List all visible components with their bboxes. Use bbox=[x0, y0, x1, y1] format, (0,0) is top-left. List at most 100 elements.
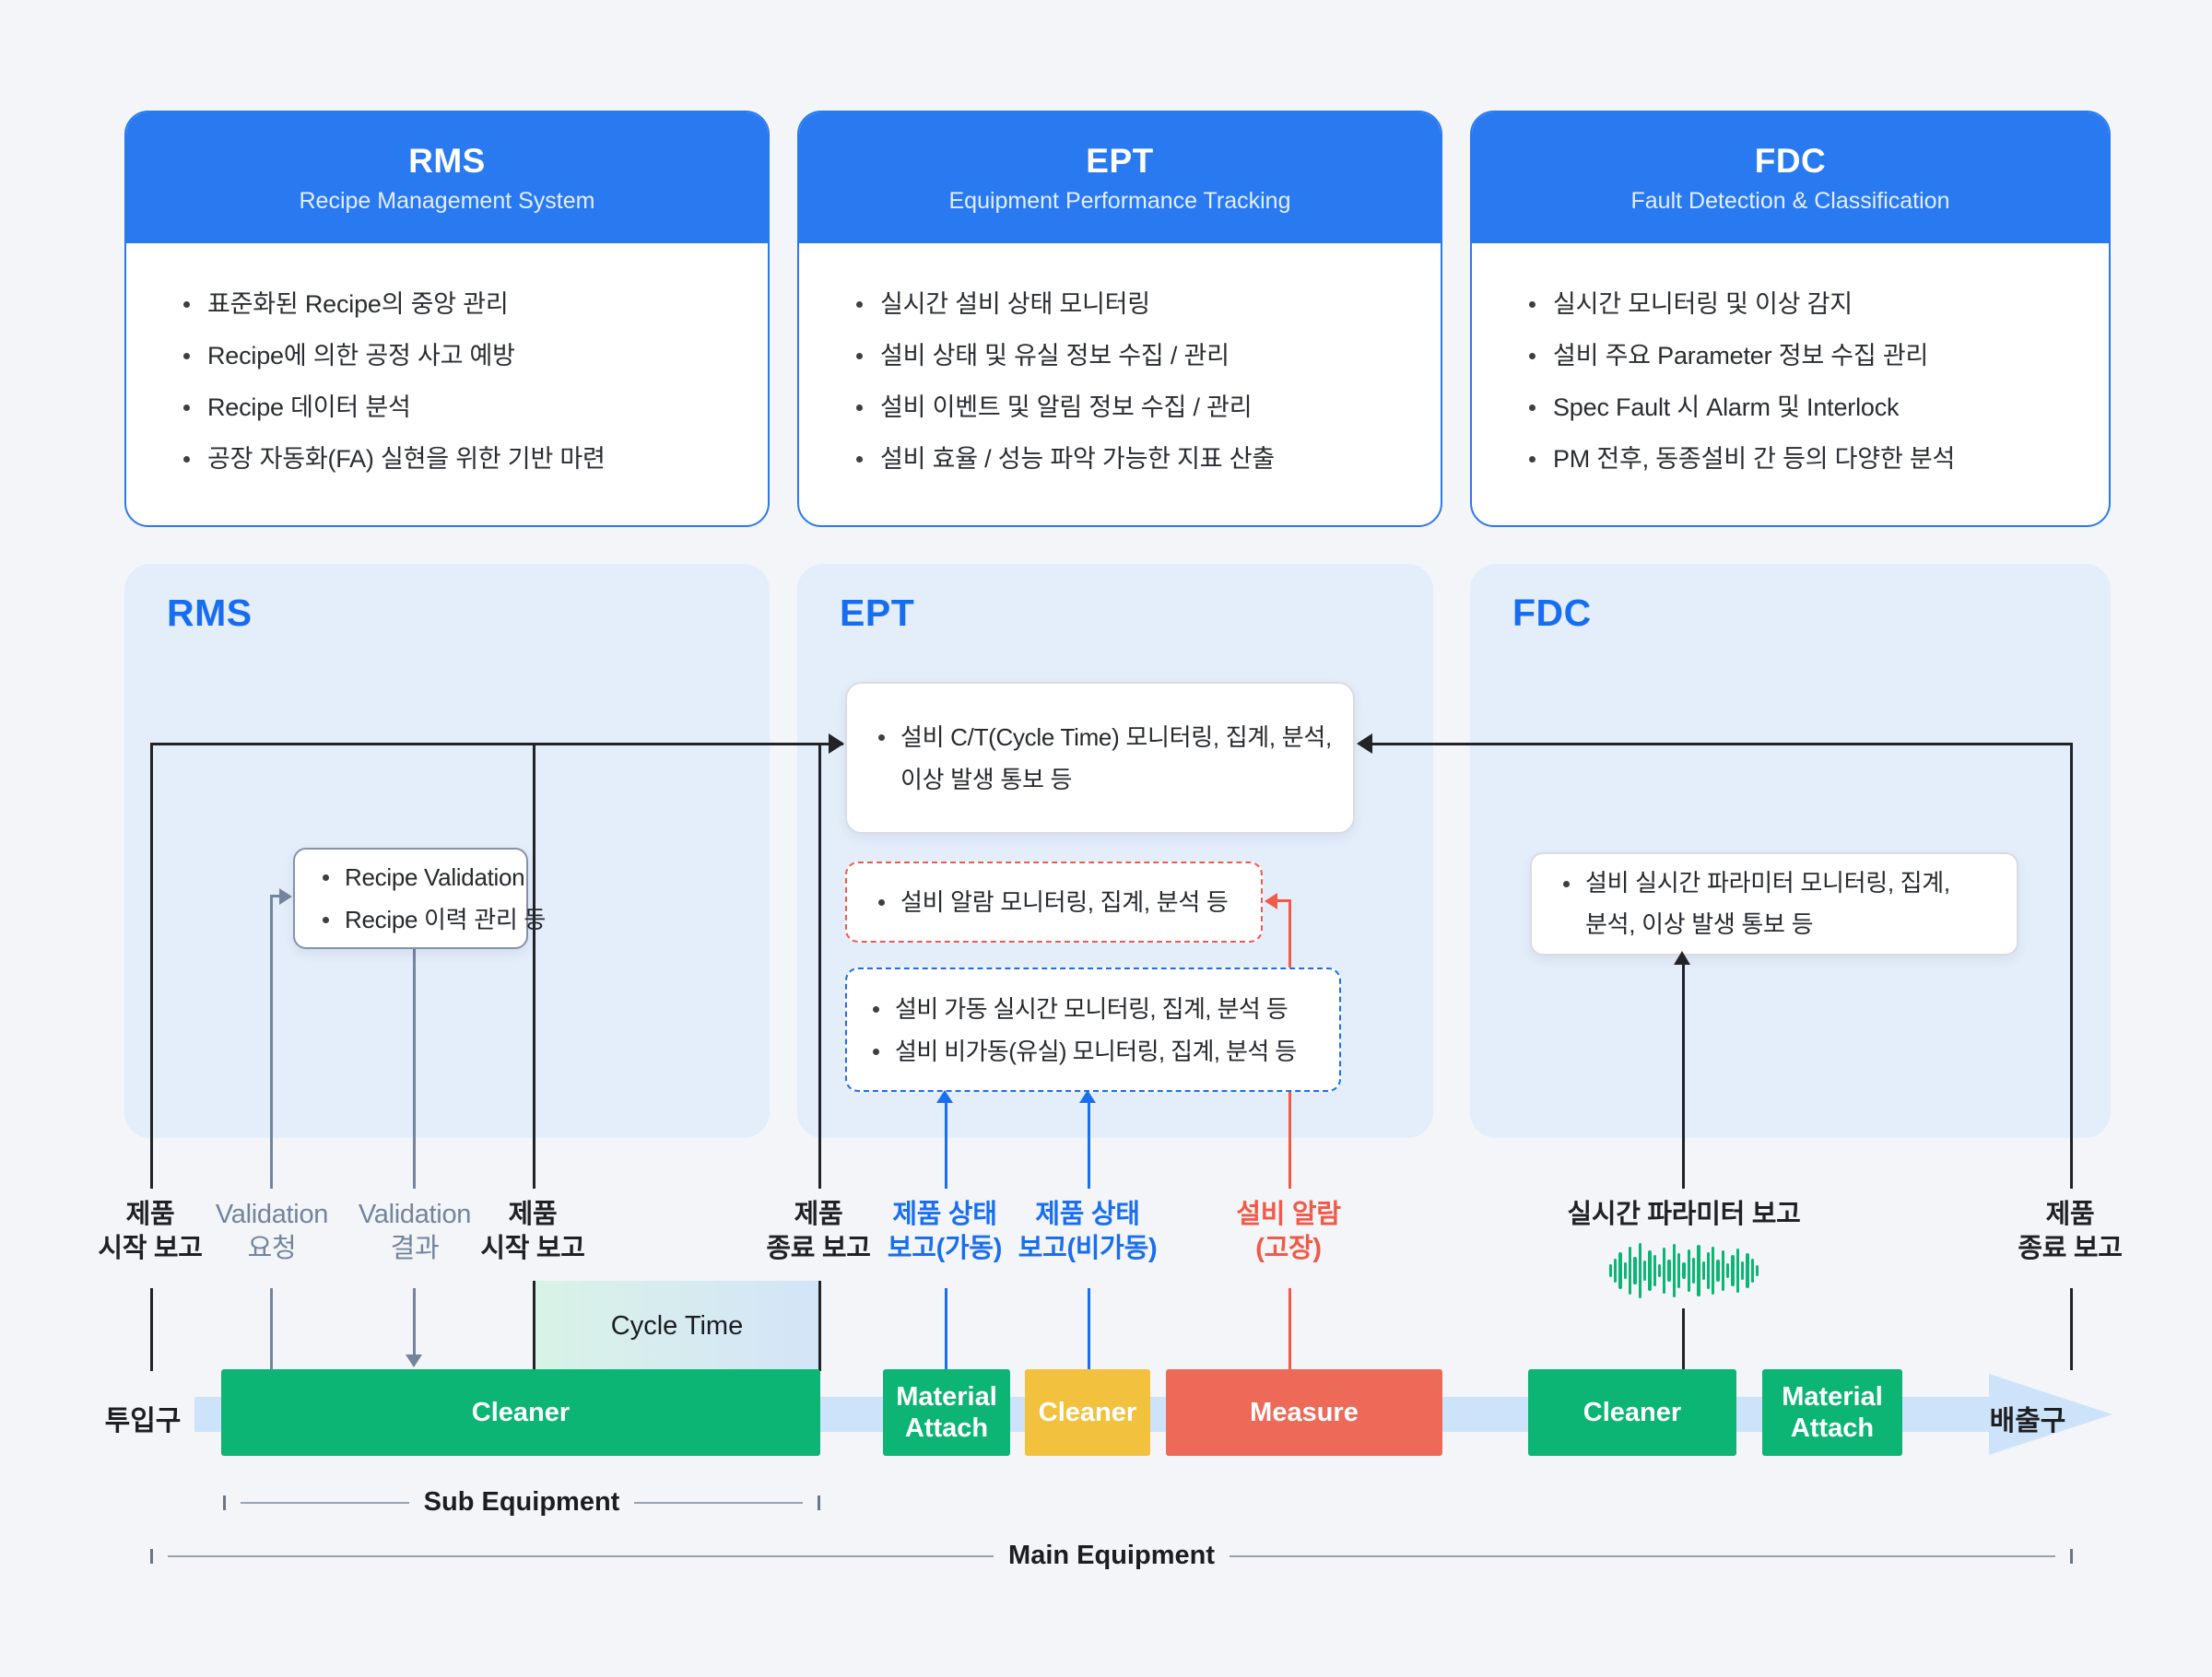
card-rms-title: RMS bbox=[408, 141, 486, 180]
arrowhead-left-icon bbox=[1357, 733, 1372, 754]
label-realtime-param: 실시간 파라미터 보고 bbox=[1567, 1200, 1801, 1229]
card-fdc-body: 실시간 모니터링 및 이상 감지 설비 주요 Parameter 정보 수집 관… bbox=[1472, 243, 2109, 475]
waveform-icon bbox=[1608, 1242, 1759, 1299]
card-fdc-title: FDC bbox=[1754, 141, 1827, 180]
marker-line bbox=[1229, 1554, 2056, 1557]
card-rms-header: RMS Recipe Management System bbox=[126, 112, 768, 243]
label-status-run: 제품 상태 보고(가동) bbox=[887, 1200, 1003, 1263]
arrowhead-right-icon bbox=[829, 733, 844, 754]
cycle-time-label: Cycle Time bbox=[610, 1310, 744, 1341]
fdc-param-monitor-box: 설비 실시간 파라미터 모니터링, 집계, 분석, 이상 발생 통보 등 bbox=[1530, 852, 2018, 956]
line-product-start-1-upper bbox=[150, 743, 153, 1189]
line-product-end-2-upper bbox=[2070, 743, 2073, 1189]
ept-run-monitor-item: 설비 가동 실시간 모니터링, 집계, 분석 등 bbox=[864, 988, 1334, 1030]
card-ept-bullet: 설비 효율 / 성능 파악 가능한 지표 산출 bbox=[853, 444, 1404, 475]
arrowhead-up-icon bbox=[1674, 951, 1690, 965]
line-product-start-2-upper bbox=[533, 743, 535, 1189]
sub-equipment-marker: Sub Equipment bbox=[223, 1487, 821, 1518]
equipment-cleaner-3: Cleaner bbox=[1528, 1369, 1736, 1456]
recipe-validation-box: Recipe Validation Recipe 이력 관리 등 bbox=[293, 848, 546, 949]
connector-fdc-to-ept bbox=[1370, 743, 2073, 745]
connector-validation-request-h bbox=[270, 895, 283, 897]
marker-line bbox=[634, 1501, 804, 1504]
main-equipment-label: Main Equipment bbox=[1008, 1541, 1215, 1570]
panel-ept-title: EPT bbox=[840, 592, 915, 634]
connector-alarm-h bbox=[1277, 899, 1291, 902]
ept-cycle-time-monitor-box: 설비 C/T(Cycle Time) 모니터링, 집계, 분석, 이상 발생 통… bbox=[845, 682, 1355, 834]
card-rms-body: 표준화된 Recipe의 중앙 관리 Recipe에 의한 공정 사고 예방 R… bbox=[126, 243, 768, 475]
card-fdc-bullet: PM 전후, 동종설비 간 등의 다양한 분석 bbox=[1525, 444, 2072, 475]
line-param-report-lower bbox=[1682, 1308, 1685, 1371]
ept-alarm-monitor-text: 설비 알람 모니터링, 집계, 분석 등 bbox=[869, 881, 1252, 923]
card-ept: EPT Equipment Performance Tracking 실시간 설… bbox=[797, 111, 1442, 527]
ept-cycle-time-monitor-text: 설비 C/T(Cycle Time) 모니터링, 집계, 분석, 이상 발생 통… bbox=[869, 716, 1335, 801]
line-status-run-lower bbox=[945, 1288, 947, 1371]
label-product-end-1: 제품 종료 보고 bbox=[766, 1200, 871, 1263]
card-ept-header: EPT Equipment Performance Tracking bbox=[799, 112, 1441, 243]
line-product-end-1-upper bbox=[818, 743, 821, 1189]
conveyor-arrow-icon bbox=[1989, 1374, 2115, 1455]
card-rms-bullet: Recipe 데이터 분석 bbox=[180, 393, 731, 423]
recipe-history-item: Recipe 이력 관리 등 bbox=[313, 898, 546, 941]
equipment-cleaner-1: Cleaner bbox=[221, 1369, 820, 1456]
line-product-start-1-lower bbox=[150, 1288, 153, 1371]
label-status-idle: 제품 상태 보고(비가동) bbox=[1018, 1200, 1158, 1263]
card-rms-bullet: 표준화된 Recipe의 중앙 관리 bbox=[180, 289, 731, 320]
main-equipment-marker: Main Equipment bbox=[150, 1541, 2074, 1571]
tick-icon bbox=[150, 1548, 153, 1564]
arrowhead-right-icon bbox=[279, 888, 292, 905]
arrowhead-down-icon bbox=[406, 1354, 422, 1367]
line-product-end-1-lower bbox=[818, 1281, 821, 1371]
line-status-idle-lower bbox=[1088, 1288, 1090, 1371]
card-rms-bullet: Recipe에 의한 공정 사고 예방 bbox=[180, 341, 731, 371]
line-product-end-2-lower bbox=[2070, 1288, 2073, 1370]
card-fdc-bullet: 실시간 모니터링 및 이상 감지 bbox=[1525, 289, 2072, 320]
label-equipment-alarm: 설비 알람 (고장) bbox=[1236, 1200, 1341, 1263]
panel-rms-title: RMS bbox=[167, 592, 253, 634]
line-validation-request-lower bbox=[270, 1288, 273, 1371]
card-fdc-header: FDC Fault Detection & Classification bbox=[1472, 112, 2109, 243]
card-ept-title: EPT bbox=[1086, 141, 1154, 180]
label-product-start-2: 제품 시작 보고 bbox=[480, 1200, 585, 1263]
line-validation-request-upper bbox=[270, 895, 273, 1189]
equipment-cleaner-2: Cleaner bbox=[1025, 1369, 1150, 1456]
card-rms-bullet: 공장 자동화(FA) 실현을 위한 기반 마련 bbox=[180, 444, 731, 475]
line-status-run-upper bbox=[945, 1103, 947, 1189]
tick-icon bbox=[223, 1495, 226, 1510]
card-fdc-bullet: Spec Fault 시 Alarm 및 Interlock bbox=[1525, 393, 2072, 423]
cycle-time-band: Cycle Time bbox=[533, 1281, 821, 1371]
card-ept-body: 실시간 설비 상태 모니터링 설비 상태 및 유실 정보 수집 / 관리 설비 … bbox=[799, 243, 1441, 475]
card-fdc-bullet: 설비 주요 Parameter 정보 수집 관리 bbox=[1525, 341, 2072, 371]
label-validation-result: Validation 결과 bbox=[358, 1200, 472, 1263]
fdc-param-monitor-text: 설비 실시간 파라미터 모니터링, 집계, 분석, 이상 발생 통보 등 bbox=[1554, 862, 2000, 945]
arrowhead-left-icon bbox=[1265, 893, 1277, 909]
ept-run-monitor-box: 설비 가동 실시간 모니터링, 집계, 분석 등 설비 비가동(유실) 모니터링… bbox=[845, 968, 1341, 1092]
line-validation-result-upper bbox=[413, 949, 416, 1189]
panel-fdc-title: FDC bbox=[1512, 592, 1592, 634]
connector-rms-to-ept bbox=[150, 743, 843, 745]
tick-icon bbox=[818, 1495, 821, 1510]
panel-fdc: FDC bbox=[1470, 564, 2111, 1138]
card-ept-bullet: 설비 상태 및 유실 정보 수집 / 관리 bbox=[853, 341, 1404, 371]
line-status-idle-upper bbox=[1088, 1103, 1090, 1189]
line-alarm-lower bbox=[1288, 1288, 1291, 1371]
card-fdc-subtitle: Fault Detection & Classification bbox=[1630, 187, 1950, 214]
card-ept-bullet: 설비 이벤트 및 알림 정보 수집 / 관리 bbox=[853, 393, 1404, 423]
sub-equipment-label: Sub Equipment bbox=[423, 1487, 620, 1517]
ept-alarm-monitor-box: 설비 알람 모니터링, 집계, 분석 등 bbox=[845, 862, 1263, 943]
line-product-start-2-lower bbox=[533, 1281, 535, 1371]
label-product-end-2: 제품 종료 보고 bbox=[2018, 1200, 2123, 1263]
line-validation-result-lower bbox=[413, 1288, 416, 1354]
equipment-material-attach-1: Material Attach bbox=[883, 1369, 1010, 1456]
card-ept-subtitle: Equipment Performance Tracking bbox=[948, 187, 1291, 214]
line-param-report-upper bbox=[1682, 965, 1685, 1189]
equipment-measure: Measure bbox=[1166, 1369, 1442, 1456]
tick-icon bbox=[2070, 1548, 2074, 1564]
marker-line bbox=[241, 1501, 409, 1504]
equipment-material-attach-2: Material Attach bbox=[1762, 1369, 1902, 1456]
card-ept-bullet: 실시간 설비 상태 모니터링 bbox=[853, 289, 1404, 320]
arrowhead-up-icon bbox=[1079, 1090, 1096, 1103]
marker-line bbox=[168, 1554, 994, 1557]
card-rms-subtitle: Recipe Management System bbox=[299, 187, 595, 214]
